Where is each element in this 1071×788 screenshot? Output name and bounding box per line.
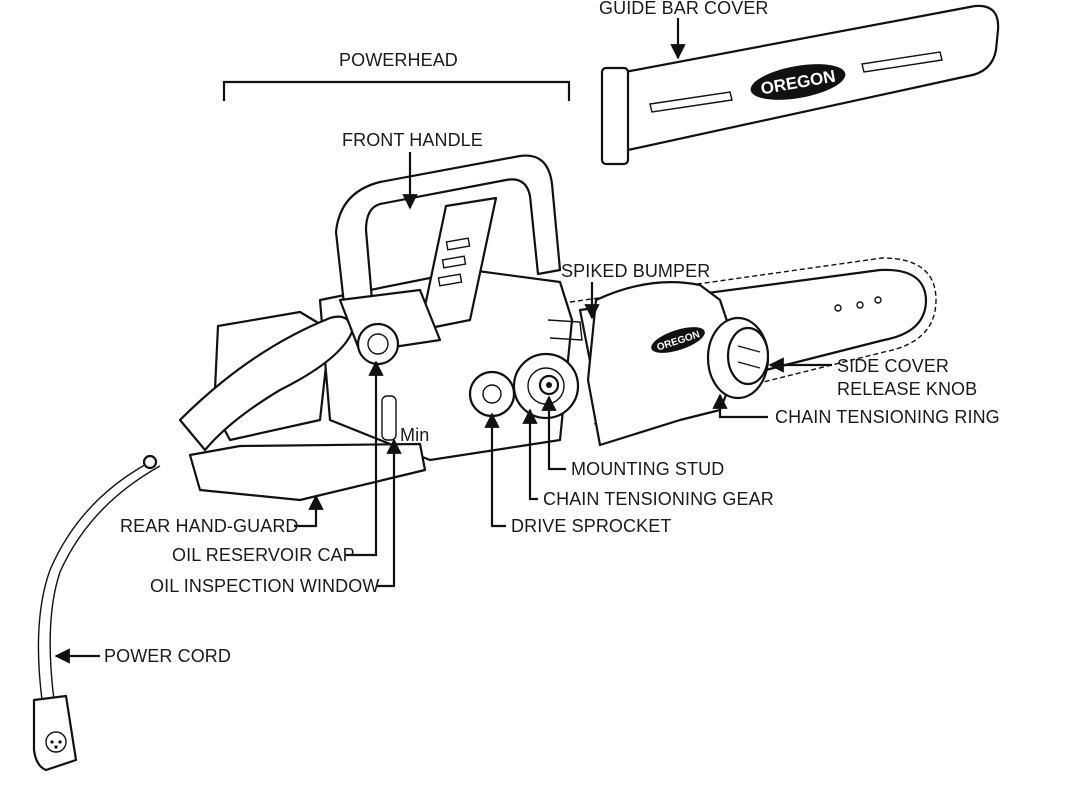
mounting-stud-part (538, 374, 560, 396)
powerhead-bracket (222, 80, 571, 101)
label-oil-inspection-window: OIL INSPECTION WINDOW (150, 576, 379, 596)
drive-sprocket-part (468, 370, 516, 418)
label-power-cord: POWER CORD (104, 646, 231, 666)
powerhead-body: OREGON (178, 268, 742, 502)
label-mounting-stud: MOUNTING STUD (571, 459, 724, 479)
label-side-cover-line2: RELEASE KNOB (837, 379, 977, 399)
label-side-cover-line1: SIDE COVER (837, 356, 949, 376)
guide-bar-cover: OREGON (600, 4, 1000, 166)
power-plug (32, 694, 78, 772)
oil-min-mark: Min (400, 425, 429, 445)
label-chain-tensioning-ring: CHAIN TENSIONING RING (775, 407, 1000, 427)
label-oil-reservoir-cap: OIL RESERVOIR CAP (172, 545, 355, 565)
power-cord (37, 454, 161, 701)
label-chain-tensioning-gear: CHAIN TENSIONING GEAR (543, 489, 774, 509)
leader-lines (54, 18, 832, 664)
front-handle (334, 154, 562, 332)
label-powerhead: POWERHEAD (339, 50, 458, 70)
label-front-handle: FRONT HANDLE (342, 130, 483, 150)
label-guide-bar-cover: GUIDE BAR COVER (599, 0, 769, 18)
label-spiked-bumper: SPIKED BUMPER (561, 261, 710, 281)
side-cover-release-knob-part (726, 326, 770, 386)
label-rear-hand-guard: REAR HAND-GUARD (120, 516, 299, 536)
oil-reservoir-cap-part (338, 288, 442, 366)
label-drive-sprocket: DRIVE SPROCKET (511, 516, 671, 536)
